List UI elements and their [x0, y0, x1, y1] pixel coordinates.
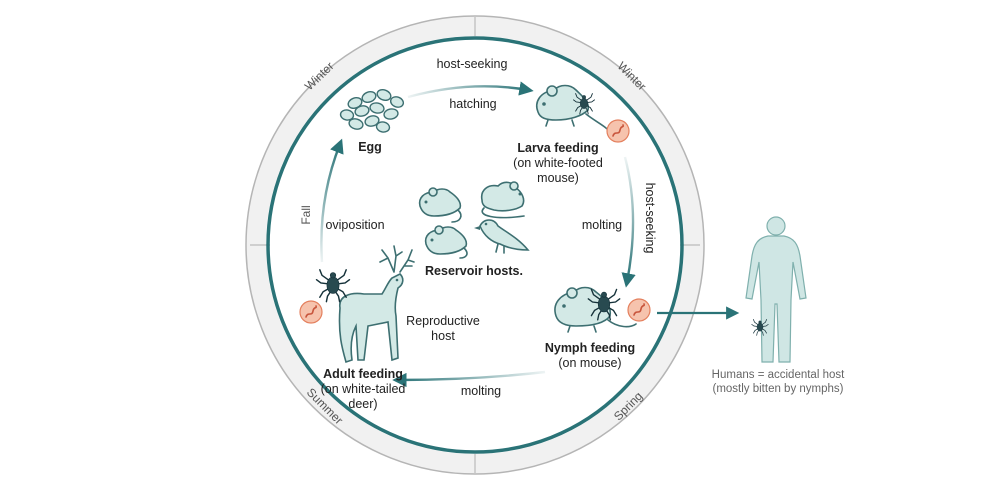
reservoir-hosts	[418, 181, 530, 259]
label-host-seeking-top: host-seeking	[437, 57, 508, 71]
stage-larva-title: Larva feeding	[517, 141, 598, 155]
label-molting-right: molting	[582, 218, 622, 232]
human-note-line2: (mostly bitten by nymphs)	[712, 383, 843, 395]
label-oviposition: oviposition	[325, 218, 384, 232]
label-molting-bottom: molting	[461, 384, 501, 398]
label-hatching: hatching	[449, 97, 496, 111]
human-icon	[745, 216, 807, 363]
stage-egg-label: Egg	[358, 140, 382, 154]
stage-adult-title: Adult feeding	[323, 367, 403, 381]
human-note-line1: Humans = accidental host	[712, 369, 845, 381]
stage-adult-sub2: deer)	[348, 397, 377, 411]
stage-larva-sub1: (on white-footed	[513, 156, 603, 170]
mouse-icon	[424, 225, 468, 259]
label-reproductive-1: Reproductive	[406, 314, 480, 328]
bacteria-icon	[299, 300, 323, 324]
stage-larva-sub2: mouse)	[537, 171, 579, 185]
cycle-arrows	[320, 81, 636, 388]
mouse-icon	[418, 187, 462, 223]
label-reproductive-2: host	[431, 329, 455, 343]
mouse-icon	[480, 181, 525, 219]
bacteria-icon	[627, 298, 651, 322]
stage-nymph-sub: (on mouse)	[558, 356, 621, 370]
stage-adult-sub1: (on white-tailed	[321, 382, 406, 396]
arrow-nymph-to-adult	[392, 370, 546, 388]
egg-cluster-icon	[339, 89, 405, 133]
arrow-adult-to-egg	[320, 138, 344, 263]
season-fall: Fall	[299, 205, 313, 224]
bacteria-icon	[606, 119, 630, 143]
arrow-egg-to-larva	[407, 81, 534, 99]
label-host-seeking-right: host-seeking	[643, 183, 657, 254]
bird-icon	[474, 219, 530, 254]
reservoir-hosts-label: Reservoir hosts.	[425, 264, 523, 278]
deer-icon	[338, 245, 415, 364]
arrow-larva-to-nymph	[621, 156, 636, 288]
stage-nymph-title: Nymph feeding	[545, 341, 635, 355]
